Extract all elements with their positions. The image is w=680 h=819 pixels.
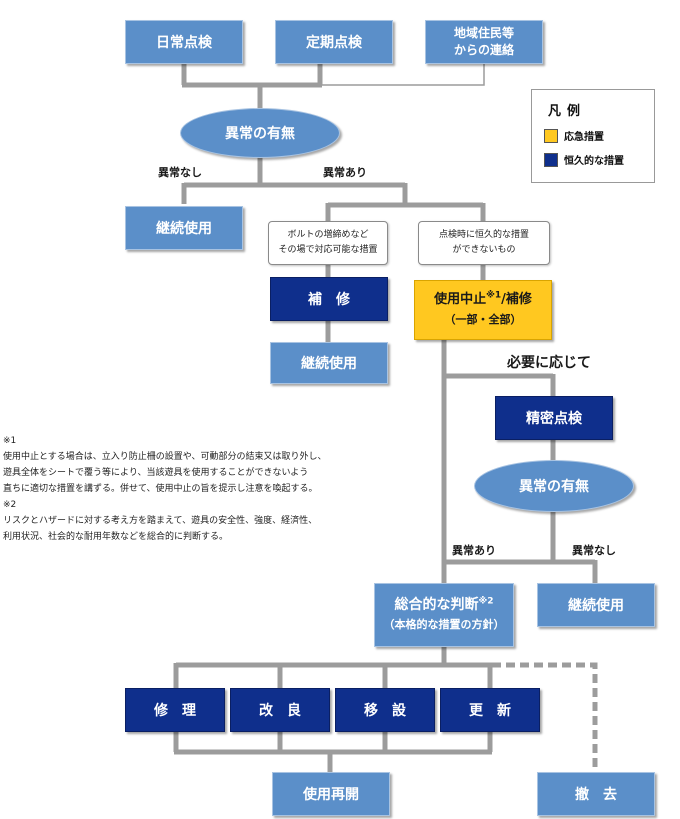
footnote-1-mark: ※1 <box>3 436 17 446</box>
detailed-inspection-box: 精密点検 <box>495 396 613 440</box>
relocation-label: 移 設 <box>364 703 406 719</box>
footnote-1-line2: 遊具全体をシートで覆う等により、当該遊具を使用することができないよう <box>3 468 309 478</box>
suspend-use-sub: （一部・全部） <box>444 313 522 326</box>
legend-permanent-swatch <box>544 152 558 167</box>
footnotes: ※1 使用中止とする場合は、立入り防止柵の設置や、可動部分の結束又は取り外し、 … <box>3 433 413 545</box>
minor-repair-box: 補 修 <box>270 277 388 321</box>
overall-judgement-box: 総合的な判断※2 （本格的な措置の方針） <box>374 583 514 647</box>
resident-report-line1: 地域住民等 <box>453 26 514 40</box>
suspend-use-main: 使用中止 <box>434 292 487 307</box>
continue-use-label-2: 継続使用 <box>301 356 357 372</box>
suspend-use-tail: /補修 <box>501 292 532 307</box>
periodic-inspection-box: 定期点検 <box>275 20 393 64</box>
overall-judgement-main: 総合的な判断 <box>394 597 479 613</box>
footnote-2-mark: ※2 <box>3 500 17 510</box>
improvement-label: 改 良 <box>259 703 301 719</box>
footnote-2-line2: 利用状況、社会的な耐用年数などを総合的に判断する。 <box>3 532 229 542</box>
relocation-box: 移 設 <box>335 688 435 732</box>
renewal-box: 更 新 <box>440 688 540 732</box>
daily-inspection-box: 日常点検 <box>125 20 243 64</box>
no-permanent-measure-box: 点検時に恒久的な措置 ができないもの <box>418 221 550 265</box>
abnormality-check-oval-2: 異常の有無 <box>474 460 634 512</box>
daily-inspection-label: 日常点検 <box>156 35 212 51</box>
abnormality-check-label: 異常の有無 <box>225 126 295 142</box>
suspend-use-title: 使用中止※1/補修 <box>434 290 532 310</box>
legend-emergency-swatch <box>544 128 558 143</box>
minor-repair-label: 補 修 <box>308 292 350 308</box>
suspend-use-box: 使用中止※1/補修 （一部・全部） <box>414 280 552 340</box>
periodic-inspection-label: 定期点検 <box>306 35 362 51</box>
repair-label: 修 理 <box>154 703 196 719</box>
footnote-1-line1: 使用中止とする場合は、立入り防止柵の設置や、可動部分の結束又は取り外し、 <box>3 452 327 462</box>
overall-judgement-sub: （本格的な措置の方針） <box>383 618 505 631</box>
no-permanent-measure-line2: ができないもの <box>452 245 516 255</box>
footnote-2-line1: リスクとハザードに対する考え方を踏まえて、遊具の安全性、強度、経済性、 <box>3 516 318 526</box>
overall-judgement-title: 総合的な判断※2 <box>394 595 493 615</box>
legend-title: 凡例 <box>548 104 587 119</box>
overall-judgement-note-mark: ※2 <box>478 596 494 607</box>
detailed-inspection-label: 精密点検 <box>526 411 582 427</box>
on-site-measure-line2: その場で対応可能な措置 <box>278 245 378 255</box>
no-permanent-measure-line1: 点検時に恒久的な措置 <box>438 230 529 240</box>
on-site-measure-line1: ボルトの増締めなど <box>287 230 369 240</box>
resident-report-box: 地域住民等 からの連絡 <box>425 20 543 64</box>
legend-emergency-label: 応急措置 <box>564 132 604 143</box>
continue-use-box-2: 継続使用 <box>270 342 388 384</box>
resident-report-line2: からの連絡 <box>453 43 514 57</box>
continue-use-box-1: 継続使用 <box>125 206 243 250</box>
resume-use-box: 使用再開 <box>272 772 390 816</box>
on-site-measure-box: ボルトの増締めなど その場で対応可能な措置 <box>268 221 388 265</box>
removal-box: 撤 去 <box>537 772 655 816</box>
resume-use-label: 使用再開 <box>303 787 359 803</box>
abnormality-check-oval: 異常の有無 <box>180 108 340 158</box>
continue-use-box-3: 継続使用 <box>537 583 655 627</box>
suspend-use-note-mark: ※1 <box>486 290 502 301</box>
improvement-box: 改 良 <box>230 688 330 732</box>
as-needed-label: 必要に応じて <box>507 355 591 371</box>
repair-box: 修 理 <box>125 688 225 732</box>
no-abnormality-label-2: 異常なし <box>572 544 616 557</box>
continue-use-label-1: 継続使用 <box>156 221 212 237</box>
continue-use-label-3: 継続使用 <box>568 598 624 614</box>
removal-label: 撤 去 <box>575 787 617 803</box>
legend-permanent: 恒久的な措置 <box>544 152 624 167</box>
no-abnormality-label: 異常なし <box>158 166 202 179</box>
renewal-label: 更 新 <box>469 703 511 719</box>
legend: 凡例 応急措置 恒久的な措置 <box>531 89 655 183</box>
legend-emergency: 応急措置 <box>544 128 604 143</box>
abnormality-found-label: 異常あり <box>323 166 367 179</box>
abnormality-check-label-2: 異常の有無 <box>519 479 589 495</box>
footnote-1-line3: 直ちに適切な措置を講ずる。併せて、使用中止の旨を提示し注意を喚起する。 <box>3 484 318 494</box>
legend-permanent-label: 恒久的な措置 <box>564 156 624 167</box>
abnormality-found-label-2: 異常あり <box>452 544 496 557</box>
